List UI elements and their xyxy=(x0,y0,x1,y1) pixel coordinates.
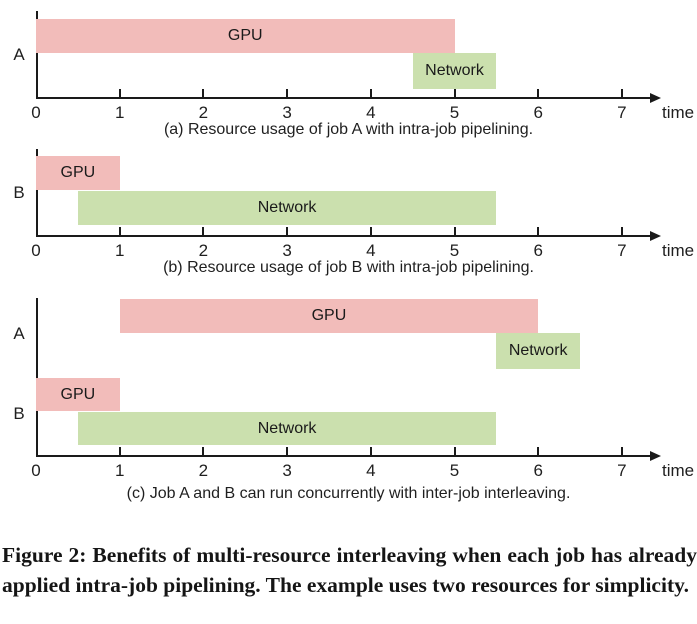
axis-tick-chart-a xyxy=(369,89,372,97)
job-label-a-chart-a: A xyxy=(13,45,25,64)
axis-tick-chart-c xyxy=(537,447,540,455)
axis-tick-label-chart-b: 5 xyxy=(449,241,460,260)
axis-tick-label-chart-c: 2 xyxy=(198,461,209,480)
network-bar-job-b-chart-b: Network xyxy=(77,191,497,225)
bar-label: GPU xyxy=(311,307,347,324)
y-axis-line-chart-b xyxy=(36,149,38,237)
network-bar-job-a-chart-a: Network xyxy=(412,53,497,89)
x-axis-line-chart-a xyxy=(36,97,651,99)
axis-tick-label-chart-c: 1 xyxy=(114,461,125,480)
axis-tick-chart-b xyxy=(202,227,205,235)
axis-tick-label-chart-b: 7 xyxy=(617,241,627,260)
axis-tick-label-chart-a: 1 xyxy=(114,103,125,122)
bar-label: Network xyxy=(508,342,568,359)
axis-tick-chart-b xyxy=(118,227,121,235)
bar-label: GPU xyxy=(60,385,96,403)
subcaption-chart-a: (a) Resource usage of job A with intra-j… xyxy=(163,121,534,138)
axis-tick-label-chart-b: 3 xyxy=(282,241,292,260)
bar-label: Network xyxy=(257,419,317,437)
axis-tick-label-chart-a: 5 xyxy=(449,103,460,122)
axis-tick-chart-a xyxy=(453,89,456,97)
job-label-a-chart-c: A xyxy=(13,324,25,343)
axis-tick-label-chart-c: 3 xyxy=(282,461,292,480)
bar-label: Network xyxy=(425,62,484,79)
gpu-bar-job-b-chart-b: GPU xyxy=(36,156,120,190)
axis-tick-chart-a xyxy=(202,89,205,97)
x-axis-line-chart-c xyxy=(36,455,651,457)
axis-tick-chart-a xyxy=(118,89,121,97)
axis-tick-label-chart-b: 4 xyxy=(366,241,376,260)
bar-label: GPU xyxy=(60,164,96,181)
network-bar-job-a-chart-c: Network xyxy=(496,333,581,369)
axis-tick-chart-c xyxy=(286,447,289,455)
axis-tick-label-chart-a: 7 xyxy=(617,103,627,122)
axis-tick-label-chart-a: 3 xyxy=(282,103,292,122)
axis-tick-chart-c xyxy=(453,447,456,455)
axis-tick-chart-b xyxy=(286,227,289,235)
axis-tick-label-chart-b: 0 xyxy=(31,241,41,260)
axis-tick-chart-a xyxy=(620,89,623,97)
x-axis-arrow-icon-chart-b xyxy=(650,231,661,241)
job-label-b-chart-b: B xyxy=(13,183,25,202)
x-axis-arrow-icon-chart-c xyxy=(650,451,661,461)
axis-tick-label-chart-a: 6 xyxy=(533,103,543,122)
axis-tick-label-chart-b: 6 xyxy=(533,241,543,260)
axis-tick-label-chart-a: 4 xyxy=(366,103,376,122)
axis-tick-label-chart-a: 0 xyxy=(31,103,41,122)
axis-tick-chart-a xyxy=(286,89,289,97)
axis-tick-chart-c xyxy=(369,447,372,455)
subcaption-chart-c: (c) Job A and B can run concurrently wit… xyxy=(126,485,571,502)
axis-tick-label-chart-c: 5 xyxy=(449,461,460,480)
axis-tick-label-chart-c: 4 xyxy=(366,461,376,480)
axis-tick-chart-c xyxy=(620,447,623,455)
x-axis-arrow-icon-chart-a xyxy=(650,93,661,103)
gpu-bar-job-a-chart-a: GPU xyxy=(36,19,455,53)
bar-label: GPU xyxy=(227,27,263,44)
axis-tick-chart-a xyxy=(537,89,540,97)
job-label-b-chart-c: B xyxy=(13,404,25,423)
figure-caption: Figure 2: Benefits of multi-resource int… xyxy=(2,542,697,597)
bar-label: Network xyxy=(257,199,317,216)
axis-tick-label-chart-b: 1 xyxy=(114,241,125,260)
axis-tick-label-chart-c: 6 xyxy=(533,461,543,480)
axis-tick-chart-b xyxy=(369,227,372,235)
axis-tick-chart-c xyxy=(202,447,205,455)
x-axis-title-chart-b: time xyxy=(662,241,695,260)
axis-tick-label-chart-c: 0 xyxy=(31,461,41,480)
y-axis-line-chart-c xyxy=(36,298,38,457)
x-axis-title-chart-a: time xyxy=(662,103,695,122)
x-axis-title-chart-c: time xyxy=(662,461,695,480)
gpu-bar-job-b-chart-c: GPU xyxy=(36,378,120,411)
gpu-bar-job-a-chart-c: GPU xyxy=(119,299,539,333)
subcaption-chart-b: (b) Resource usage of job B with intra-j… xyxy=(163,259,534,276)
axis-tick-chart-b xyxy=(453,227,456,235)
axis-tick-chart-b xyxy=(537,227,540,235)
axis-tick-label-chart-a: 2 xyxy=(198,103,209,122)
axis-tick-chart-c xyxy=(118,447,121,455)
axis-tick-chart-b xyxy=(620,227,623,235)
axis-tick-label-chart-b: 2 xyxy=(198,241,209,260)
x-axis-line-chart-b xyxy=(36,235,651,237)
axis-tick-label-chart-c: 7 xyxy=(617,461,627,480)
y-axis-line-chart-a xyxy=(36,11,38,99)
network-bar-job-b-chart-c: Network xyxy=(77,412,497,445)
